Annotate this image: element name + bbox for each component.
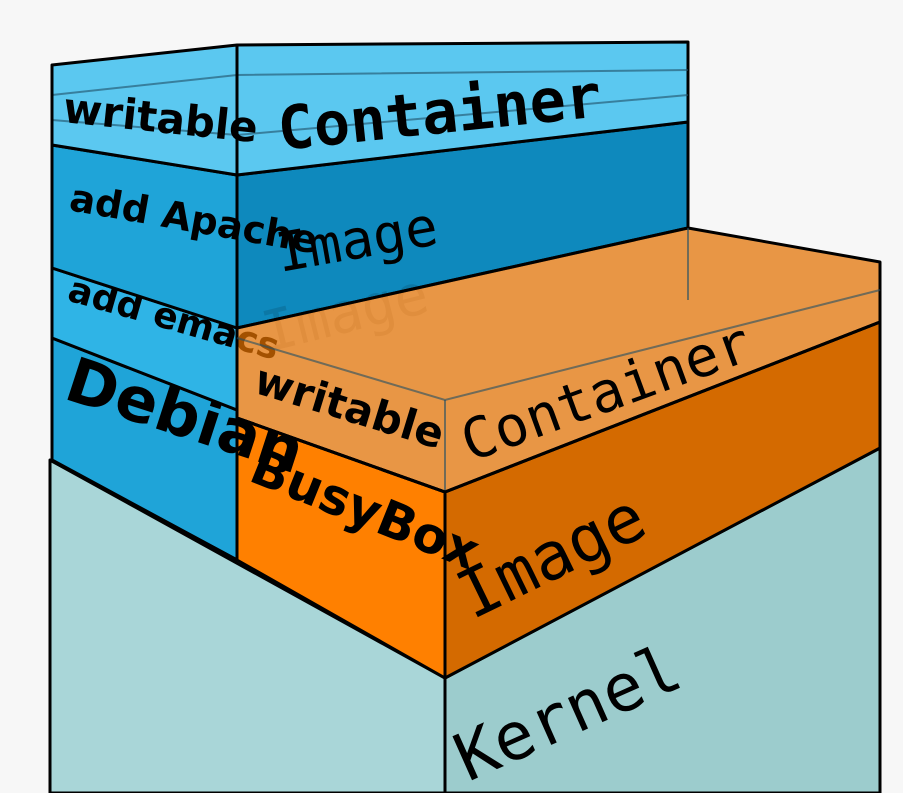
apache-layer: add Apache Image [50,120,690,330]
kernel-layer: Kernel [48,446,882,793]
outline-busybox-top [236,416,446,494]
kernel-front-face [48,458,447,793]
outline-kernel-top [49,458,238,562]
